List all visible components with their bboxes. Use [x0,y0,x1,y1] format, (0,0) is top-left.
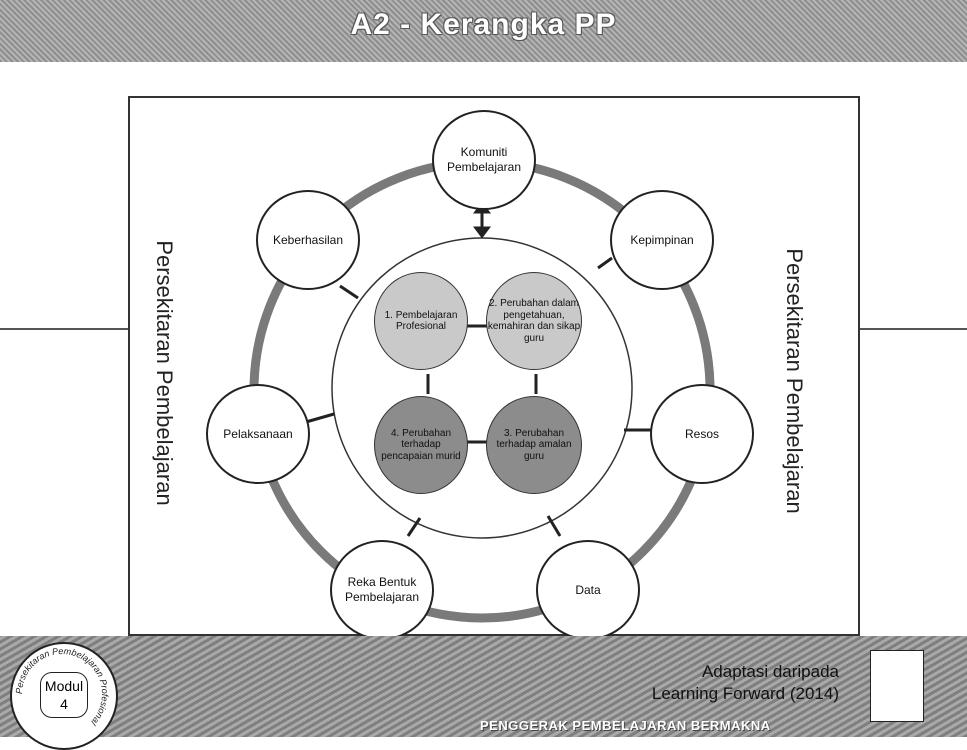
inner-circle [331,237,633,539]
credit-line-1: Adaptasi daripada [701,662,839,681]
header-banner [0,0,967,62]
node-kepimpinan: Kepimpinan [610,190,714,290]
node-resos: Resos [650,384,754,484]
credit-line-2: Learning Forward (2014) [651,684,839,703]
module-label: Modul 4 [40,672,88,718]
node-komuniti: Komuniti Pembelajaran [432,110,536,210]
inner-node-2: 2. Perubahan dalam pengetahuan, kemahira… [486,272,582,370]
ministry-logo [870,650,924,722]
inner-node-4: 4. Perubahan terhadap pencapaian murid [374,396,468,494]
node-data: Data [536,540,640,640]
node-reka-bentuk: Reka Bentuk Pembelajaran [330,540,434,640]
footer-band [0,636,967,737]
inner-node-1: 1. Pembelajaran Profesional [374,272,468,370]
footer-tagline: PENGGERAK PEMBELAJARAN BERMAKNA [480,718,771,733]
inner-node-3: 3. Perubahan terhadap amalan guru [486,396,582,494]
page-title: A2 - Kerangka PP [350,8,617,41]
node-pelaksanaan: Pelaksanaan [206,384,310,484]
node-keberhasilan: Keberhasilan [256,190,360,290]
